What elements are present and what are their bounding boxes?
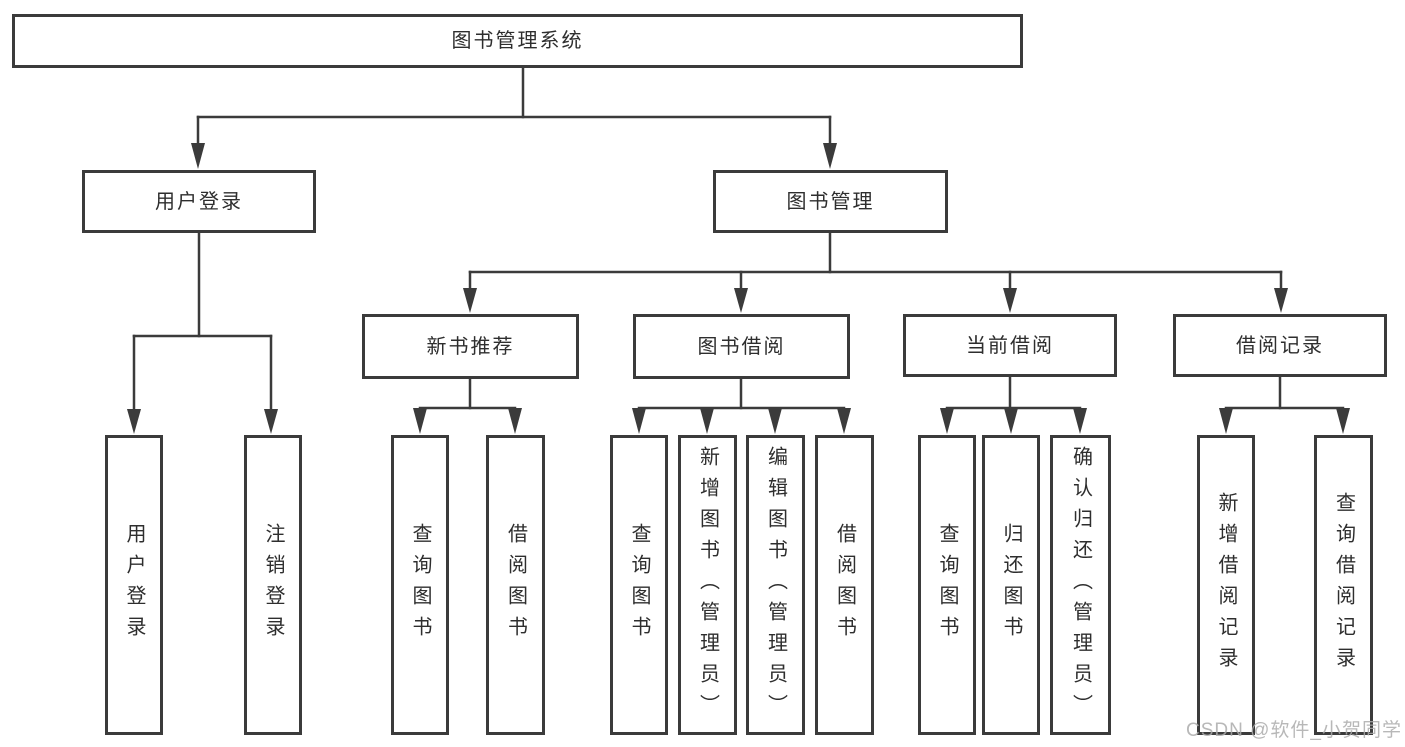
leaf-query-books-current: 查询图书 [918,435,976,735]
leaf-edit-book-admin: 编辑图书（管理员） [746,435,805,735]
leaf-query-books-recommend: 查询图书 [391,435,449,735]
node-borrow-records: 借阅记录 [1173,314,1387,377]
node-library-system: 图书管理系统 [12,14,1023,68]
leaf-borrow-books: 借阅图书 [815,435,874,735]
csdn-watermark: CSDN @软件_小贺同学 [1186,720,1402,741]
node-book-borrow: 图书借阅 [633,314,850,379]
node-user-login: 用户登录 [82,170,316,233]
leaf-user-login: 用户登录 [105,435,163,735]
leaf-add-borrow-record: 新增借阅记录 [1197,435,1255,735]
leaf-return-books: 归还图书 [982,435,1040,735]
node-new-book-recommend: 新书推荐 [362,314,579,379]
node-book-management: 图书管理 [713,170,948,233]
leaf-confirm-return-admin: 确认归还（管理员） [1050,435,1111,735]
leaf-query-borrow-record: 查询借阅记录 [1314,435,1373,735]
leaf-borrow-books-recommend: 借阅图书 [486,435,545,735]
node-current-borrow: 当前借阅 [903,314,1117,377]
leaf-add-book-admin: 新增图书（管理员） [678,435,737,735]
leaf-logout: 注销登录 [244,435,302,735]
leaf-query-books-borrow: 查询图书 [610,435,668,735]
